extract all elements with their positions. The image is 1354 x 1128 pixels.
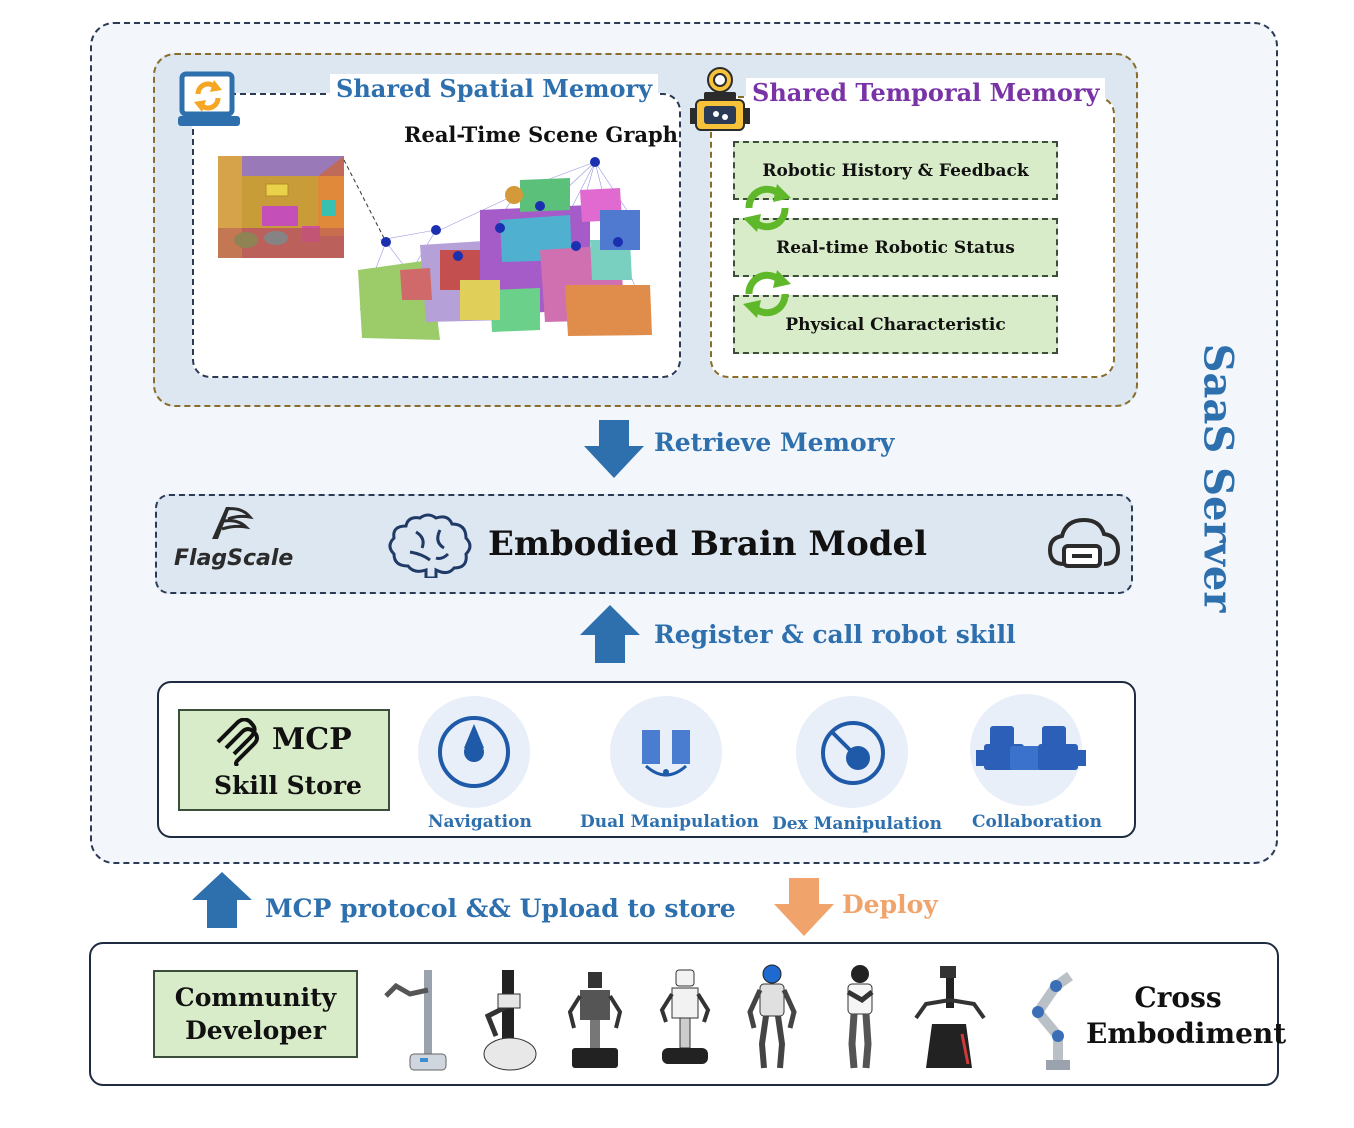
community-developer-box: Community Developer: [153, 970, 358, 1058]
brain-model-title: Embodied Brain Model: [488, 524, 928, 564]
laptop-sync-icon: [178, 71, 240, 126]
cross-embodiment-label: Cross Embodiment: [1086, 980, 1287, 1052]
navigation-label: Navigation: [428, 812, 532, 832]
dual-manipulation-label: Dual Manipulation: [580, 812, 759, 832]
up-arrow-register: [580, 605, 640, 663]
dual-arm-mobile-robot-image: [567, 972, 623, 1068]
collaboration-icon: [976, 726, 1086, 770]
upload-label: MCP protocol && Upload to store: [265, 894, 736, 923]
cross-label: Cross: [1134, 981, 1222, 1014]
temporal-item-physical: Physical Characteristic: [733, 295, 1058, 354]
scene-graph-title: Real-Time Scene Graph: [404, 122, 678, 147]
collaborative-arm-image: [1031, 971, 1073, 1070]
temporal-item-history-label: Robotic History & Feedback: [762, 160, 1029, 181]
community-label: Community: [174, 983, 337, 1012]
developer-label: Developer: [185, 1016, 326, 1045]
temporal-item-history: Robotic History & Feedback: [733, 141, 1058, 200]
mcp-logo-icon: [216, 718, 259, 766]
cycle-icon: [743, 270, 791, 318]
dex-manipulation-label: Dex Manipulation: [772, 814, 942, 834]
cloud-server-icon: [1048, 517, 1120, 568]
temporal-memory-title: Shared Temporal Memory: [746, 78, 1106, 107]
mcp-label: MCP: [272, 722, 352, 757]
dex-manipulation-icon: [821, 721, 885, 785]
flagscale-logo-icon: [212, 507, 254, 539]
down-arrow-deploy: [774, 878, 834, 936]
dual-manipulation-icon: [642, 730, 690, 777]
room-render-image: [218, 156, 344, 258]
navigation-icon: [438, 716, 510, 788]
embodied-brain-panel: [155, 494, 1133, 594]
register-skill-label: Register & call robot skill: [654, 620, 1016, 649]
mobile-arm-robot-image: [483, 970, 537, 1071]
dual-arm-tower-robot-image: [914, 966, 986, 1068]
temporal-item-status-label: Real-time Robotic Status: [776, 237, 1015, 258]
scene-graph-visual: [343, 157, 652, 340]
down-arrow-retrieve: [584, 420, 644, 478]
skill-store-label: Skill Store: [214, 771, 362, 800]
wheeled-humanoid-image: [659, 969, 711, 1064]
humanoid-blue-robot-image: [747, 964, 797, 1069]
spatial-memory-title: Shared Spatial Memory: [330, 74, 659, 103]
robot-icon: [690, 67, 750, 131]
cycle-icon: [743, 184, 791, 232]
collaboration-label: Collaboration: [972, 812, 1103, 832]
retrieve-memory-label: Retrieve Memory: [654, 428, 895, 457]
saas-server-label: SaaS Server: [1194, 343, 1242, 613]
brain-icon: [388, 513, 472, 578]
embodiment-label: Embodiment: [1086, 1017, 1287, 1050]
mcp-skill-store[interactable]: [178, 709, 390, 811]
up-arrow-upload: [192, 872, 252, 928]
robot-arm-on-pole-image: [384, 970, 447, 1071]
humanoid-white-robot-image: [846, 965, 874, 1069]
temporal-item-physical-label: Physical Characteristic: [785, 314, 1006, 335]
dual-manipulation-skill[interactable]: [610, 696, 722, 808]
flagscale-logo-text: FlagScale: [174, 546, 294, 571]
temporal-item-status: Real-time Robotic Status: [733, 218, 1058, 277]
deploy-label: Deploy: [842, 890, 938, 919]
